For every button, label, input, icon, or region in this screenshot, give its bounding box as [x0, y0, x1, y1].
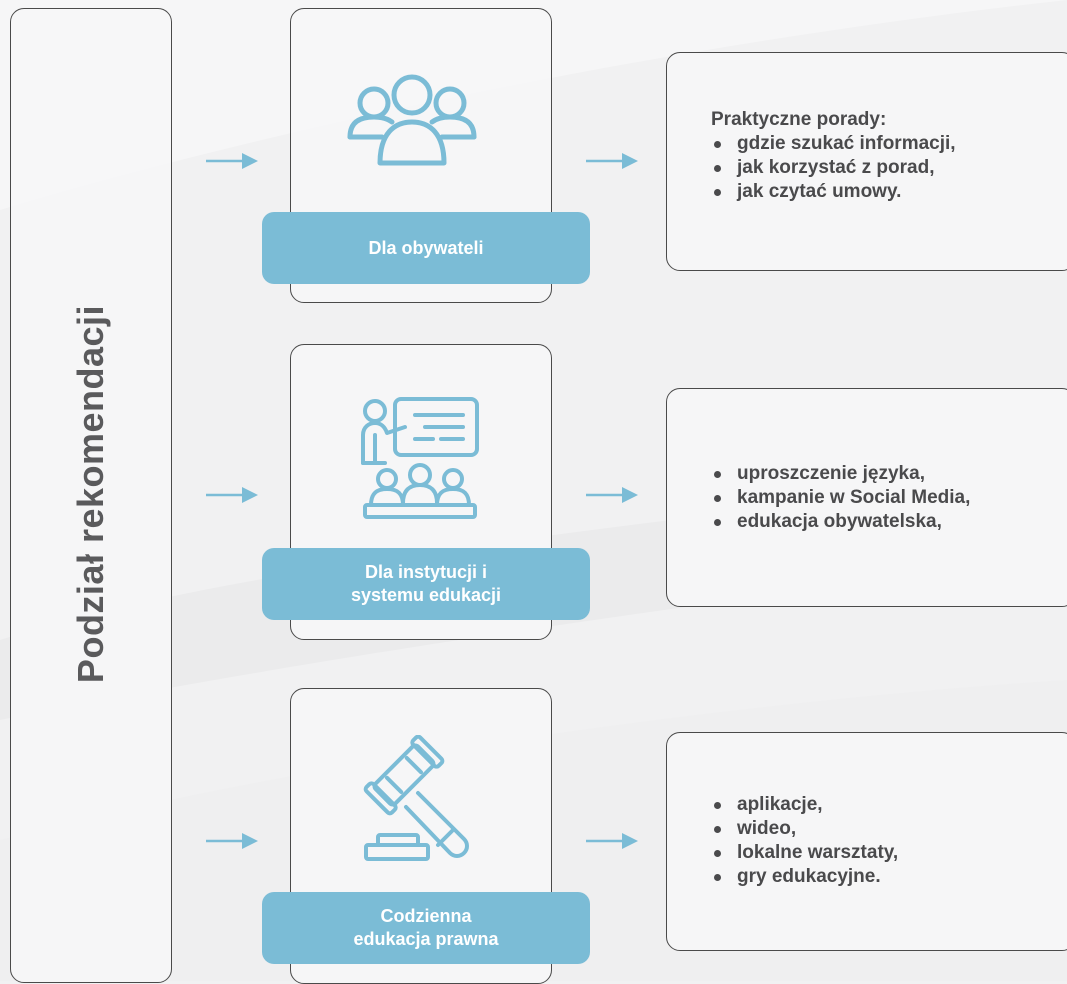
category-label-text: Dla instytucji i systemu edukacji [350, 562, 502, 605]
list-item: jak czytać umowy. [711, 180, 1065, 204]
category-label-text: Codzienna edukacja prawna [353, 906, 499, 949]
recommendation-box-legal-education: aplikacje, wideo, lokalne warsztaty, gry… [666, 732, 1067, 951]
arrow-right-icon [586, 833, 638, 849]
recommendation-box-citizens: Praktyczne porady: gdzie szukać informac… [666, 52, 1067, 271]
teacher-presentation-icon [361, 397, 479, 519]
diagram-title: Podział rekomendacji [70, 304, 111, 684]
list-item: gry edukacyjne. [711, 865, 1065, 889]
arrow-right-icon [586, 153, 638, 169]
list-item: gdzie szukać informacji, [711, 132, 1065, 156]
gavel-icon [363, 735, 469, 861]
recommendation-list: uproszczenie języka, kampanie w Social M… [711, 462, 1065, 534]
list-item: jak korzystać z porad, [711, 156, 1065, 180]
left-title-panel [10, 8, 172, 983]
recommendation-heading: Praktyczne porady: [711, 109, 887, 130]
recommendation-box-institutions: uproszczenie języka, kampanie w Social M… [666, 388, 1067, 607]
list-item: kampanie w Social Media, [711, 486, 1065, 510]
people-group-icon [347, 74, 477, 166]
category-label-text: Dla obywateli [368, 237, 484, 258]
category-label-citizens: Dla obywateli [262, 212, 590, 284]
category-label-legal-education: Codzienna edukacja prawna [262, 892, 590, 964]
arrow-right-icon [206, 153, 258, 169]
recommendation-list: gdzie szukać informacji, jak korzystać z… [711, 132, 1065, 204]
list-item: lokalne warsztaty, [711, 841, 1065, 865]
arrow-right-icon [586, 487, 638, 503]
arrow-right-icon [206, 487, 258, 503]
category-label-institutions: Dla instytucji i systemu edukacji [262, 548, 590, 620]
list-item: wideo, [711, 817, 1065, 841]
list-item: uproszczenie języka, [711, 462, 1065, 486]
list-item: aplikacje, [711, 793, 1065, 817]
recommendation-list: aplikacje, wideo, lokalne warsztaty, gry… [711, 793, 1065, 889]
arrow-right-icon [206, 833, 258, 849]
list-item: edukacja obywatelska, [711, 510, 1065, 534]
